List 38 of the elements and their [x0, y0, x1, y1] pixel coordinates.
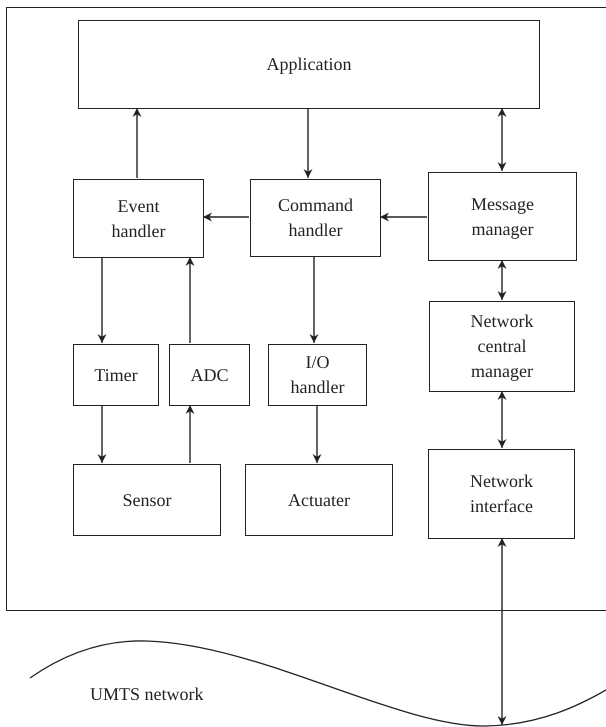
process-box — [428, 449, 575, 539]
arrow — [98, 257, 106, 343]
arrow — [132, 108, 142, 178]
box-label: Sensor — [122, 488, 172, 512]
system-frame — [6, 7, 606, 611]
process-box — [78, 20, 540, 109]
box-label: Network interface — [469, 470, 534, 518]
arrow — [312, 405, 322, 463]
arrow — [498, 260, 506, 300]
box-label: Actuater — [288, 488, 350, 512]
arrow — [498, 108, 506, 171]
process-box — [250, 179, 381, 257]
box-label: Application — [266, 53, 352, 76]
arrow — [186, 257, 194, 343]
process-box — [73, 179, 204, 258]
box-label: Network central manager — [470, 310, 534, 383]
arrow — [498, 391, 506, 448]
arrow — [186, 405, 194, 463]
box-label: Event handler — [110, 194, 166, 242]
arrow — [380, 212, 427, 222]
process-box — [73, 464, 221, 536]
arrow — [98, 405, 106, 463]
process-box — [73, 344, 159, 406]
box-label: I/O handler — [290, 351, 346, 399]
box-label: ADC — [190, 364, 228, 386]
process-box — [169, 344, 250, 406]
box-label: Command handler — [277, 194, 354, 242]
process-box — [268, 344, 367, 406]
box-label: Message manager — [470, 192, 535, 241]
arrow — [310, 256, 318, 343]
process-box — [429, 301, 575, 392]
arrow — [304, 108, 312, 178]
process-box — [428, 172, 577, 261]
arrow — [203, 212, 249, 222]
arrow — [498, 538, 506, 725]
process-box — [245, 464, 393, 536]
box-label: Timer — [94, 364, 138, 386]
region-label: UMTS network — [90, 683, 204, 706]
